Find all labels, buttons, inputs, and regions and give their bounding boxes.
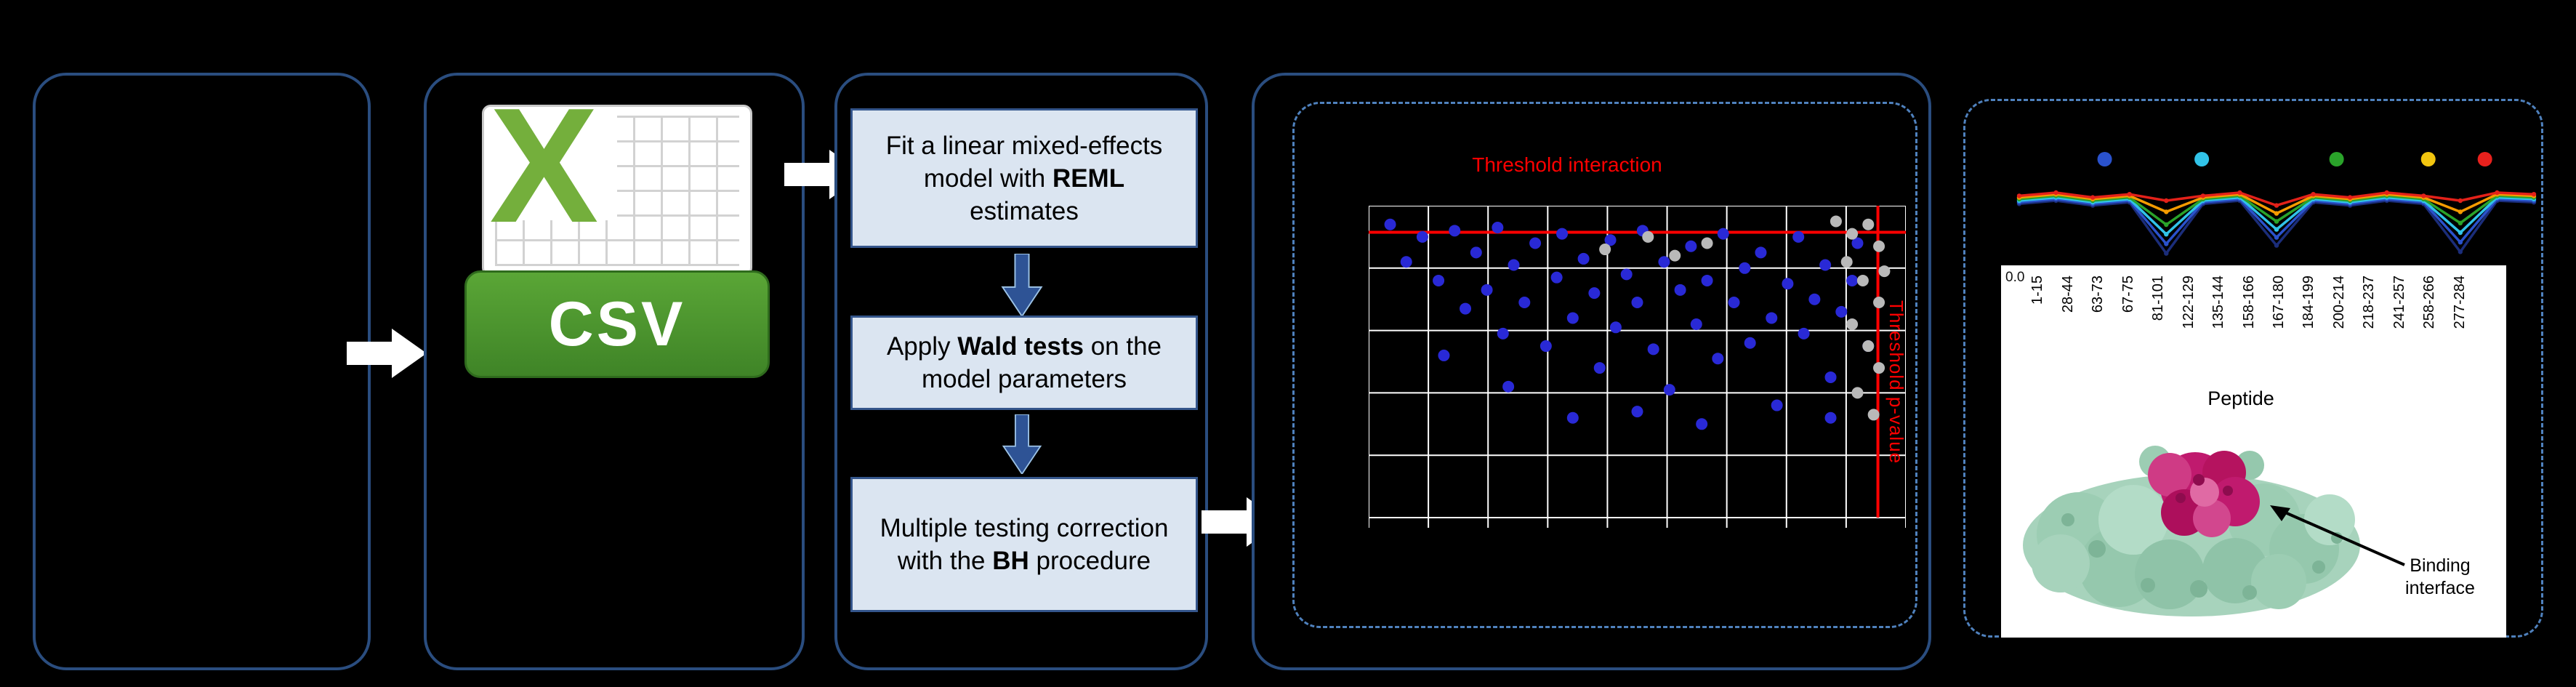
peptide-profile-chart <box>2016 152 2537 256</box>
peptide-tick-label: 218-237 <box>2361 276 2378 329</box>
stats-steps-box: Fit a linear mixed-effects model with RE… <box>834 73 1208 670</box>
step-text-part: estimates <box>970 196 1079 225</box>
step-reml-text: Fit a linear mixed-effects model with RE… <box>872 129 1177 228</box>
csv-banner: CSV <box>464 270 770 378</box>
peptide-tick-label: 200-214 <box>2330 276 2347 329</box>
csv-sheet: X <box>482 105 752 276</box>
peptide-tick-label: 67-75 <box>2120 276 2136 313</box>
peptide-panel: 0.0 1-15 28-44 63-73 67-75 81-101 122-129 135-… <box>2001 265 2506 638</box>
step-text-part: Multiple testing correction with the <box>880 514 1169 575</box>
interaction-result-box: Threshold interaction Threshold p-value <box>1252 73 1931 670</box>
step-bh-text: Multiple testing correction with the BH … <box>880 512 1169 577</box>
peptide-tick-label: 258-266 <box>2421 276 2438 329</box>
step-text-bold: BH <box>992 547 1029 575</box>
step-wald-tests: Apply Wald tests on the model parameters <box>850 316 1198 410</box>
interaction-scatter-plot <box>1369 206 1906 528</box>
step-text-part: Apply <box>886 332 958 361</box>
peptide-profile-dashed-container: 0.0 1-15 28-44 63-73 67-75 81-101 122-129 135-… <box>1963 99 2543 638</box>
step-reml-model: Fit a linear mixed-effects model with RE… <box>850 108 1198 248</box>
interaction-dashed-container: Threshold interaction Threshold p-value <box>1292 102 1917 628</box>
csv-white-patch <box>484 107 617 221</box>
binding-interface-label: Binding interface <box>2405 555 2475 598</box>
y-axis-tick-label: 0.0 <box>2005 270 2025 285</box>
csv-file-icon: X CSV <box>464 105 770 381</box>
csv-banner-label: CSV <box>548 289 686 359</box>
right-arrow-icon <box>347 329 427 378</box>
input-data-box <box>33 73 371 670</box>
peptide-tick-label: 122-129 <box>2180 276 2197 329</box>
peptide-axis-title: Peptide <box>2207 387 2274 409</box>
peptide-tick-label: 28-44 <box>2059 276 2076 313</box>
step-text-part: Fit a linear mixed-effects model with <box>885 131 1163 193</box>
peptide-axis-labels: 1-15 28-44 63-73 67-75 81-101 122-129 135-144 1… <box>2023 276 2475 385</box>
step-wald-text: Apply Wald tests on the model parameters <box>872 330 1177 395</box>
peptide-tick-label: 1-15 <box>2029 276 2046 305</box>
csv-box: X CSV <box>424 73 805 670</box>
peptide-tick-label: 241-257 <box>2391 276 2407 329</box>
excel-x-logo: X <box>489 105 599 257</box>
step-bh-correction: Multiple testing correction with the BH … <box>850 477 1198 612</box>
peptide-tick-label: 135-144 <box>2210 276 2227 329</box>
peptide-tick-label: 81-101 <box>2150 276 2167 321</box>
step-text-bold: REML <box>1052 164 1125 193</box>
threshold-pvalue-label: Threshold p-value <box>1885 300 1907 465</box>
peptide-tick-label: 63-73 <box>2090 276 2106 313</box>
down-arrow-icon <box>1001 254 1043 316</box>
step-text-bold: Wald tests <box>957 332 1084 361</box>
peptide-tick-label: 277-284 <box>2451 276 2468 329</box>
step-text-part: on the model parameters <box>921 332 1162 393</box>
peptide-tick-label: 167-180 <box>2270 276 2287 329</box>
peptide-tick-label: 184-199 <box>2301 276 2317 329</box>
protein-structure <box>2023 446 2360 616</box>
down-arrow-icon <box>1002 414 1042 474</box>
peptide-tick-label: 158-166 <box>2240 276 2257 329</box>
threshold-interaction-label: Threshold interaction <box>1472 153 1662 176</box>
step-text-part: procedure <box>1029 547 1151 575</box>
